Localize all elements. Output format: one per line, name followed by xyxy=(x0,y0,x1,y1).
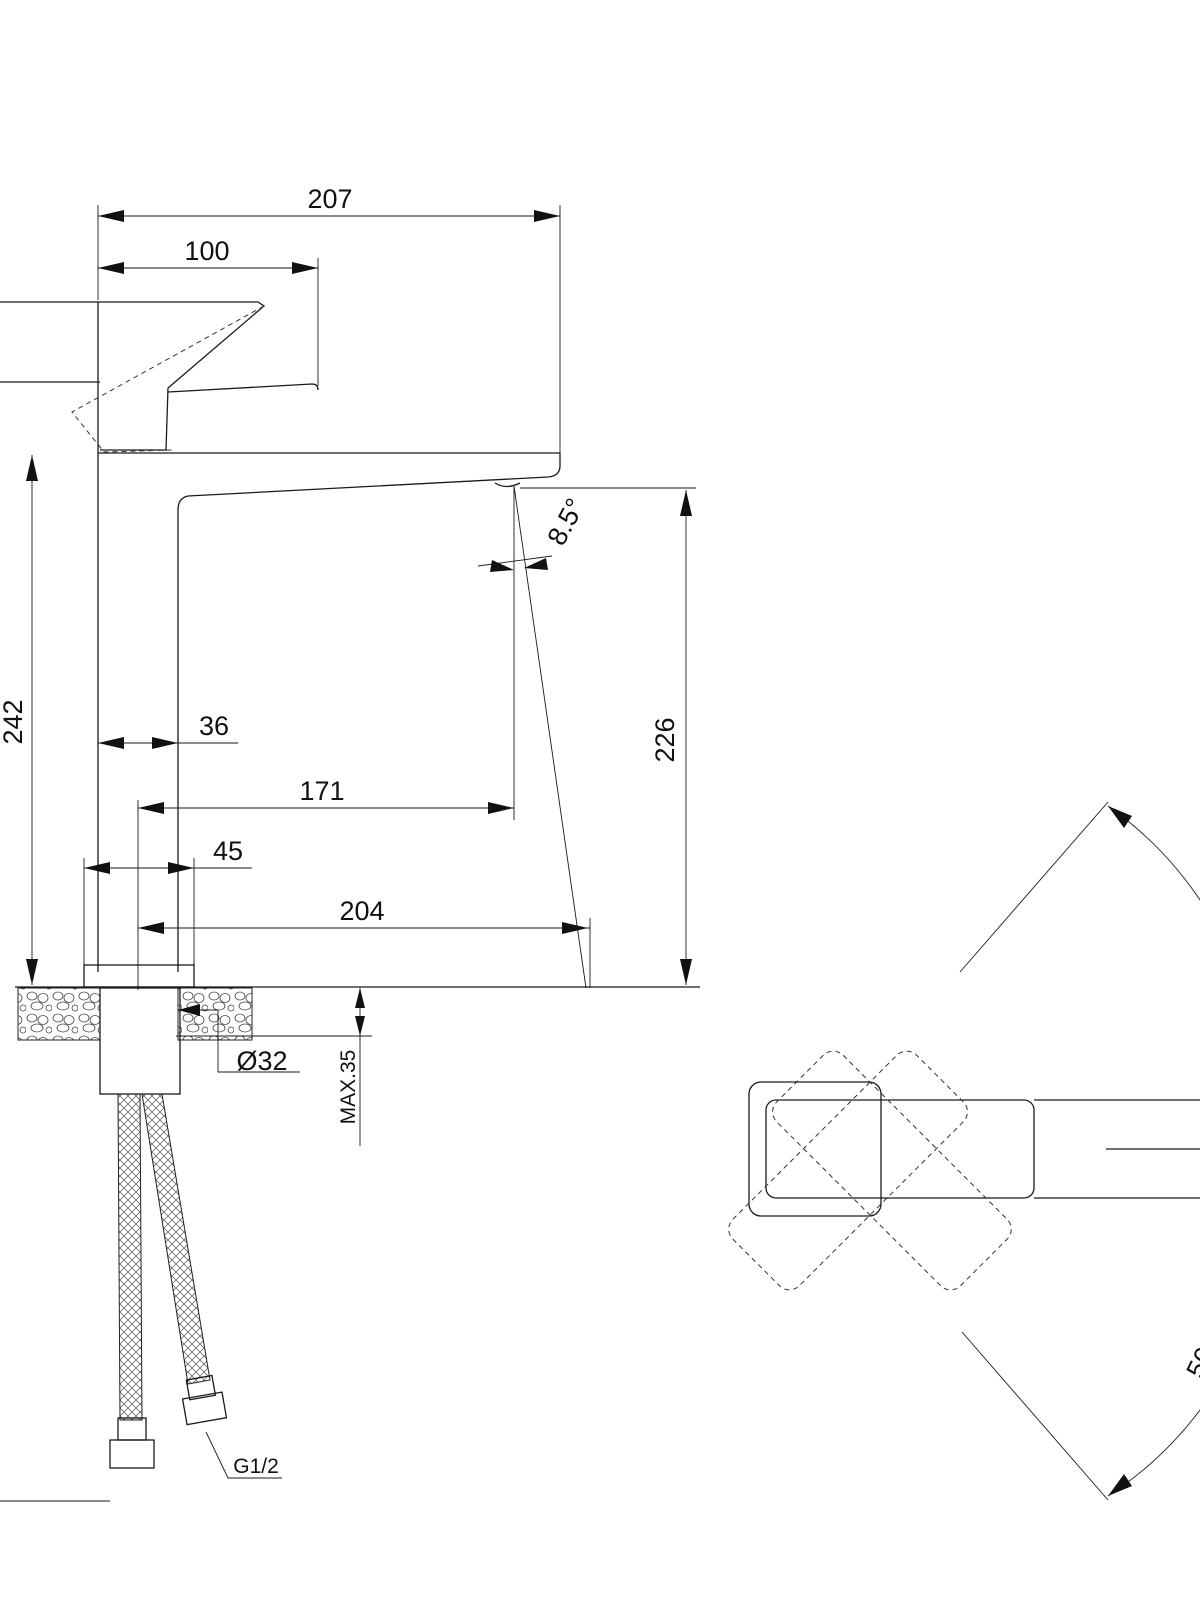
angle-ext-lower xyxy=(961,1331,1109,1501)
dim-angle-arrow-left xyxy=(490,560,514,572)
top-base-inner xyxy=(765,1099,1035,1199)
handle-rotated-left xyxy=(728,1050,968,1291)
dim-max-arrow-top xyxy=(355,988,365,1008)
dim-207-label: 207 xyxy=(307,184,352,214)
hose-nut-right xyxy=(181,1391,228,1426)
dim-angle-leader xyxy=(477,555,553,567)
dim-max-label: MAX.35 xyxy=(337,1050,360,1125)
dim-226-arrow-bottom xyxy=(680,959,692,985)
dim-242-arrow-bottom xyxy=(26,959,38,985)
dim-226-arrow-top xyxy=(680,490,692,516)
dim-226-label: 226 xyxy=(650,717,680,762)
dim-204-arrow-right xyxy=(562,922,588,934)
dim-171-label: 171 xyxy=(299,776,344,806)
dim-hole-arrow xyxy=(178,1004,200,1016)
dim-242-arrow-top xyxy=(26,455,38,481)
angle-arrow-top xyxy=(1108,806,1132,828)
shank xyxy=(99,987,181,1095)
dim-204-label: 204 xyxy=(339,896,384,926)
dim-thread-leader xyxy=(205,1431,282,1479)
angle-ext-upper xyxy=(959,801,1109,973)
flow-line xyxy=(513,485,587,989)
dim-36-arrow-left xyxy=(98,737,124,749)
dim-100-label: 100 xyxy=(184,236,229,266)
dim-204-arrow-left xyxy=(138,922,164,934)
dim-max-arrow-bottom xyxy=(355,1016,365,1036)
dim-hole-leader-2 xyxy=(217,1010,300,1073)
lever-handle-dashed xyxy=(71,305,265,453)
hose-ferrule-left xyxy=(117,1417,147,1441)
dim-hole-label: Ø32 xyxy=(236,1046,287,1076)
body-top-line xyxy=(98,452,561,972)
top-view: 50.0 xyxy=(728,801,1200,1501)
countertop-section-left xyxy=(17,987,101,1041)
dim-207-arrow-left xyxy=(98,210,124,222)
hose-left xyxy=(117,1093,143,1421)
dim-100-arrow-right xyxy=(292,262,318,274)
dim-36-arrow-right xyxy=(152,737,178,749)
dim-242-label: 242 xyxy=(0,699,28,744)
side-view xyxy=(0,301,700,1502)
top-base-outer xyxy=(748,1081,882,1217)
dim-100-arrow-left xyxy=(98,262,124,274)
lever-handle xyxy=(0,301,266,451)
dim-207-arrow-right xyxy=(534,210,560,222)
aerator xyxy=(494,482,521,488)
handle-rotated-right xyxy=(772,1050,1012,1291)
dim-171-arrow-right xyxy=(488,802,514,814)
handle-angle-label: 50.0 xyxy=(1180,1322,1200,1382)
hose-right xyxy=(141,1093,211,1385)
countertop-section-right xyxy=(177,987,253,1041)
hose-ferrule-right xyxy=(185,1374,217,1401)
dim-angle-label: 8.5° xyxy=(541,493,590,550)
dim-36-label: 36 xyxy=(199,711,229,741)
hose-nut-left xyxy=(109,1439,155,1469)
dim-thread-label: G1/2 xyxy=(233,1455,279,1478)
dimensions-side: 207 100 242 226 36 171 45 xyxy=(0,184,696,1479)
dim-45-arrow-right xyxy=(168,862,194,874)
dim-angle-arrow-right xyxy=(524,558,548,570)
dim-45-arrow-left xyxy=(84,862,110,874)
dim-45-label: 45 xyxy=(213,836,243,866)
body-top-outline xyxy=(167,383,319,393)
angle-arrow-bottom xyxy=(1108,1474,1132,1496)
dim-171-arrow-left xyxy=(138,802,164,814)
